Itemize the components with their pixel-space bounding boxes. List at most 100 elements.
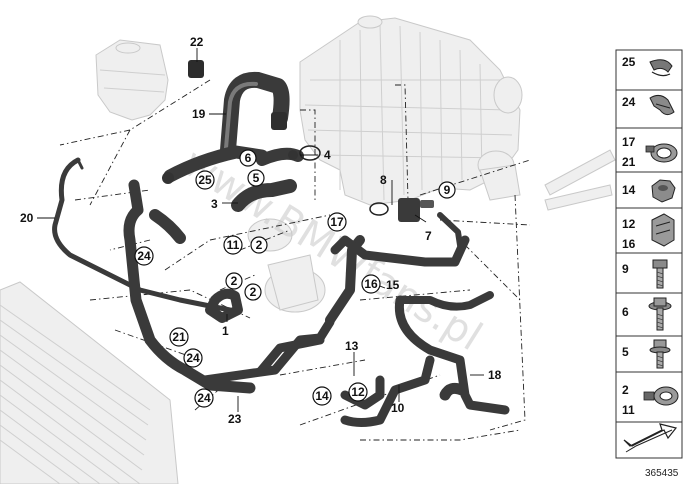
callout-15: 15 <box>386 278 400 292</box>
svg-text:24: 24 <box>186 351 200 365</box>
svg-text:12: 12 <box>622 217 636 231</box>
callout-1: 1 <box>222 324 229 338</box>
legend-row-9: 9 <box>622 259 668 289</box>
svg-text:16: 16 <box>622 237 636 251</box>
hose-clamp-icon <box>645 143 678 163</box>
callout-5: 5 <box>247 169 265 187</box>
svg-text:11: 11 <box>622 403 635 417</box>
direction-arrow-icon <box>623 423 678 453</box>
callout-11: 11 <box>223 235 243 255</box>
pipe-holder-icon <box>651 213 675 247</box>
svg-text:4: 4 <box>324 148 331 162</box>
callout-4: 4 <box>324 148 331 162</box>
legend-row-14: 14 <box>622 179 676 203</box>
svg-text:7: 7 <box>425 229 432 243</box>
callout-24-mid: 24 <box>183 348 203 368</box>
callout-2-mid: 2 <box>225 272 243 290</box>
legend-row-2-11: 2 11 <box>622 383 679 417</box>
callout-8: 8 <box>380 173 387 187</box>
svg-text:25: 25 <box>198 173 212 187</box>
callout-17: 17 <box>327 212 347 232</box>
callout-20: 20 <box>20 211 34 225</box>
engine-block-outline <box>299 15 523 206</box>
callout-24-low: 24 <box>194 388 214 408</box>
svg-text:14: 14 <box>622 183 636 197</box>
legend-row-5: 5 <box>622 339 671 369</box>
svg-text:15: 15 <box>386 278 400 292</box>
svg-text:9: 9 <box>622 262 629 276</box>
callout-9: 9 <box>438 181 456 199</box>
document-number: 365435 <box>645 468 679 479</box>
svg-text:14: 14 <box>315 389 329 403</box>
svg-text:2: 2 <box>256 238 263 252</box>
svg-text:19: 19 <box>192 107 206 121</box>
thermostat-housing-outline <box>477 150 521 201</box>
callout-7: 7 <box>425 229 432 243</box>
callout-22: 22 <box>190 35 204 49</box>
callout-16: 16 <box>361 274 381 294</box>
open-clip-icon <box>649 59 673 77</box>
svg-text:6: 6 <box>245 151 252 165</box>
spring-clip-icon <box>649 94 675 116</box>
svg-text:9: 9 <box>444 183 451 197</box>
callout-3: 3 <box>211 197 218 211</box>
svg-text:25: 25 <box>622 55 636 69</box>
legend-row-arrow <box>623 423 678 453</box>
svg-text:21: 21 <box>172 330 186 344</box>
clamp-band-icon <box>643 386 679 406</box>
svg-text:3: 3 <box>211 197 218 211</box>
flange-bolt-icon <box>648 297 672 331</box>
callout-12: 12 <box>348 382 368 402</box>
collar-bolt-icon <box>649 339 671 369</box>
callout-10: 10 <box>391 401 405 415</box>
legend-row-24: 24 <box>622 94 675 116</box>
heater-pipe-outline <box>544 149 616 211</box>
svg-text:5: 5 <box>622 345 629 359</box>
callout-18: 18 <box>488 368 502 382</box>
legend-row-6: 6 <box>622 297 672 331</box>
svg-text:1: 1 <box>222 324 229 338</box>
callout-25: 25 <box>195 170 215 190</box>
svg-text:11: 11 <box>227 238 240 252</box>
expansion-tank-outline <box>95 39 169 121</box>
callout-13: 13 <box>345 339 359 353</box>
svg-text:2: 2 <box>622 383 629 397</box>
svg-text:17: 17 <box>622 135 636 149</box>
svg-text:24: 24 <box>622 95 636 109</box>
hex-bolt-icon <box>652 259 668 289</box>
svg-text:6: 6 <box>622 305 629 319</box>
water-pump-outline <box>247 218 326 313</box>
callout-23: 23 <box>228 412 242 426</box>
callout-14: 14 <box>312 386 332 406</box>
callout-19: 19 <box>192 107 206 121</box>
callout-2-low: 2 <box>244 283 262 301</box>
callout-21: 21 <box>169 327 189 347</box>
nut-icon <box>651 179 676 203</box>
svg-text:23: 23 <box>228 412 242 426</box>
radiator-outline <box>0 281 179 484</box>
svg-text:24: 24 <box>197 391 211 405</box>
svg-text:17: 17 <box>330 215 344 229</box>
svg-text:16: 16 <box>364 277 378 291</box>
svg-text:13: 13 <box>345 339 359 353</box>
callout-6: 6 <box>239 149 257 167</box>
svg-text:20: 20 <box>20 211 34 225</box>
callout-2-top: 2 <box>250 236 268 254</box>
svg-text:10: 10 <box>391 401 405 415</box>
legend-row-25: 25 <box>622 55 673 77</box>
svg-text:24: 24 <box>137 249 151 263</box>
hose-main-lower <box>123 179 510 427</box>
legend-row-12-16: 12 16 <box>622 213 675 251</box>
seals-and-fittings <box>162 60 434 222</box>
svg-text:8: 8 <box>380 173 387 187</box>
legend-row-17-21: 17 21 <box>622 135 678 169</box>
svg-text:22: 22 <box>190 35 204 49</box>
hose-19 <box>220 71 290 158</box>
svg-text:5: 5 <box>253 171 260 185</box>
callout-24-top: 24 <box>134 246 154 266</box>
svg-text:2: 2 <box>231 274 238 288</box>
svg-text:12: 12 <box>351 385 365 399</box>
svg-text:2: 2 <box>250 285 257 299</box>
svg-text:21: 21 <box>622 155 636 169</box>
